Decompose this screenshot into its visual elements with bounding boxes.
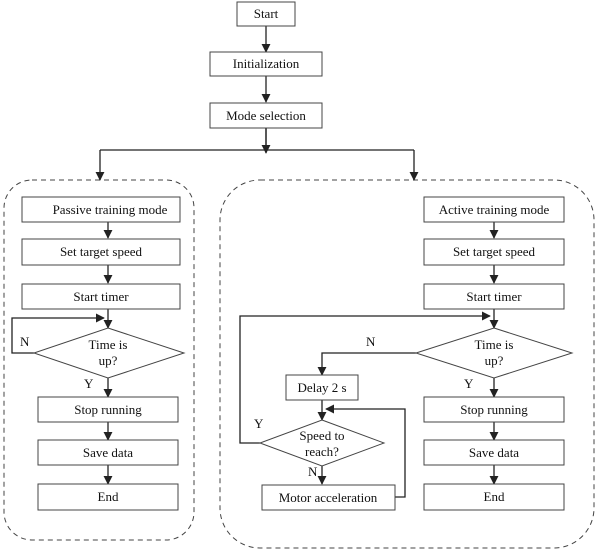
motor-acceleration-label: Motor acceleration bbox=[279, 490, 378, 505]
active-set-target-speed-label: Set target speed bbox=[453, 244, 536, 259]
active-mode-group bbox=[219, 179, 595, 549]
active-set-target-speed-node: Set target speed bbox=[423, 238, 565, 266]
active-start-timer-label: Start timer bbox=[466, 289, 522, 304]
passive-training-mode-label: Passive training mode bbox=[53, 202, 168, 217]
active-time-up-line1: Time is bbox=[475, 337, 514, 352]
mode-selection-label: Mode selection bbox=[226, 108, 306, 123]
passive-time-up-line1: Time is bbox=[89, 337, 128, 352]
active-stop-running-label: Stop running bbox=[460, 402, 528, 417]
speed-reach-line2: reach? bbox=[305, 444, 339, 459]
passive-no-label: N bbox=[20, 334, 30, 349]
active-time-yes-label: Y bbox=[464, 376, 474, 391]
active-time-up-decision: Time is up? bbox=[414, 327, 574, 379]
passive-save-data-label: Save data bbox=[83, 445, 133, 460]
passive-training-mode-node: Passive training mode bbox=[21, 196, 181, 223]
active-start-timer-node: Start timer bbox=[423, 283, 565, 310]
start-label: Start bbox=[254, 6, 279, 21]
passive-time-up-line2: up? bbox=[99, 353, 118, 368]
initialization-label: Initialization bbox=[233, 56, 300, 71]
passive-end-node: End bbox=[37, 483, 179, 511]
active-training-mode-label: Active training mode bbox=[439, 202, 550, 217]
speed-no-label: N bbox=[308, 464, 318, 479]
start-node: Start bbox=[236, 1, 296, 27]
passive-save-data-node: Save data bbox=[37, 439, 179, 466]
delay-node: Delay 2 s bbox=[285, 374, 359, 401]
active-end-label: End bbox=[484, 489, 505, 504]
speed-yes-label: Y bbox=[254, 416, 264, 431]
active-training-mode-node: Active training mode bbox=[423, 196, 565, 223]
active-save-data-node: Save data bbox=[423, 439, 565, 466]
motor-acceleration-node: Motor acceleration bbox=[261, 484, 396, 511]
passive-stop-running-node: Stop running bbox=[37, 396, 179, 423]
passive-set-target-speed-label: Set target speed bbox=[60, 244, 143, 259]
initialization-node: Initialization bbox=[209, 51, 323, 77]
delay-label: Delay 2 s bbox=[297, 380, 346, 395]
speed-reach-line1: Speed to bbox=[299, 428, 344, 443]
active-end-node: End bbox=[423, 483, 565, 511]
mode-selection-node: Mode selection bbox=[209, 102, 323, 129]
passive-start-timer-node: Start timer bbox=[21, 283, 181, 310]
active-stop-running-node: Stop running bbox=[423, 396, 565, 423]
passive-start-timer-label: Start timer bbox=[73, 289, 129, 304]
active-time-no-label: N bbox=[366, 334, 376, 349]
speed-reach-decision: Speed to reach? bbox=[258, 419, 386, 467]
passive-yes-label: Y bbox=[84, 376, 94, 391]
passive-set-target-speed-node: Set target speed bbox=[21, 238, 181, 266]
passive-stop-running-label: Stop running bbox=[74, 402, 142, 417]
passive-end-label: End bbox=[98, 489, 119, 504]
active-save-data-label: Save data bbox=[469, 445, 519, 460]
passive-time-up-decision: Time is up? bbox=[32, 327, 186, 379]
active-time-up-line2: up? bbox=[485, 353, 504, 368]
connectors bbox=[11, 25, 499, 498]
